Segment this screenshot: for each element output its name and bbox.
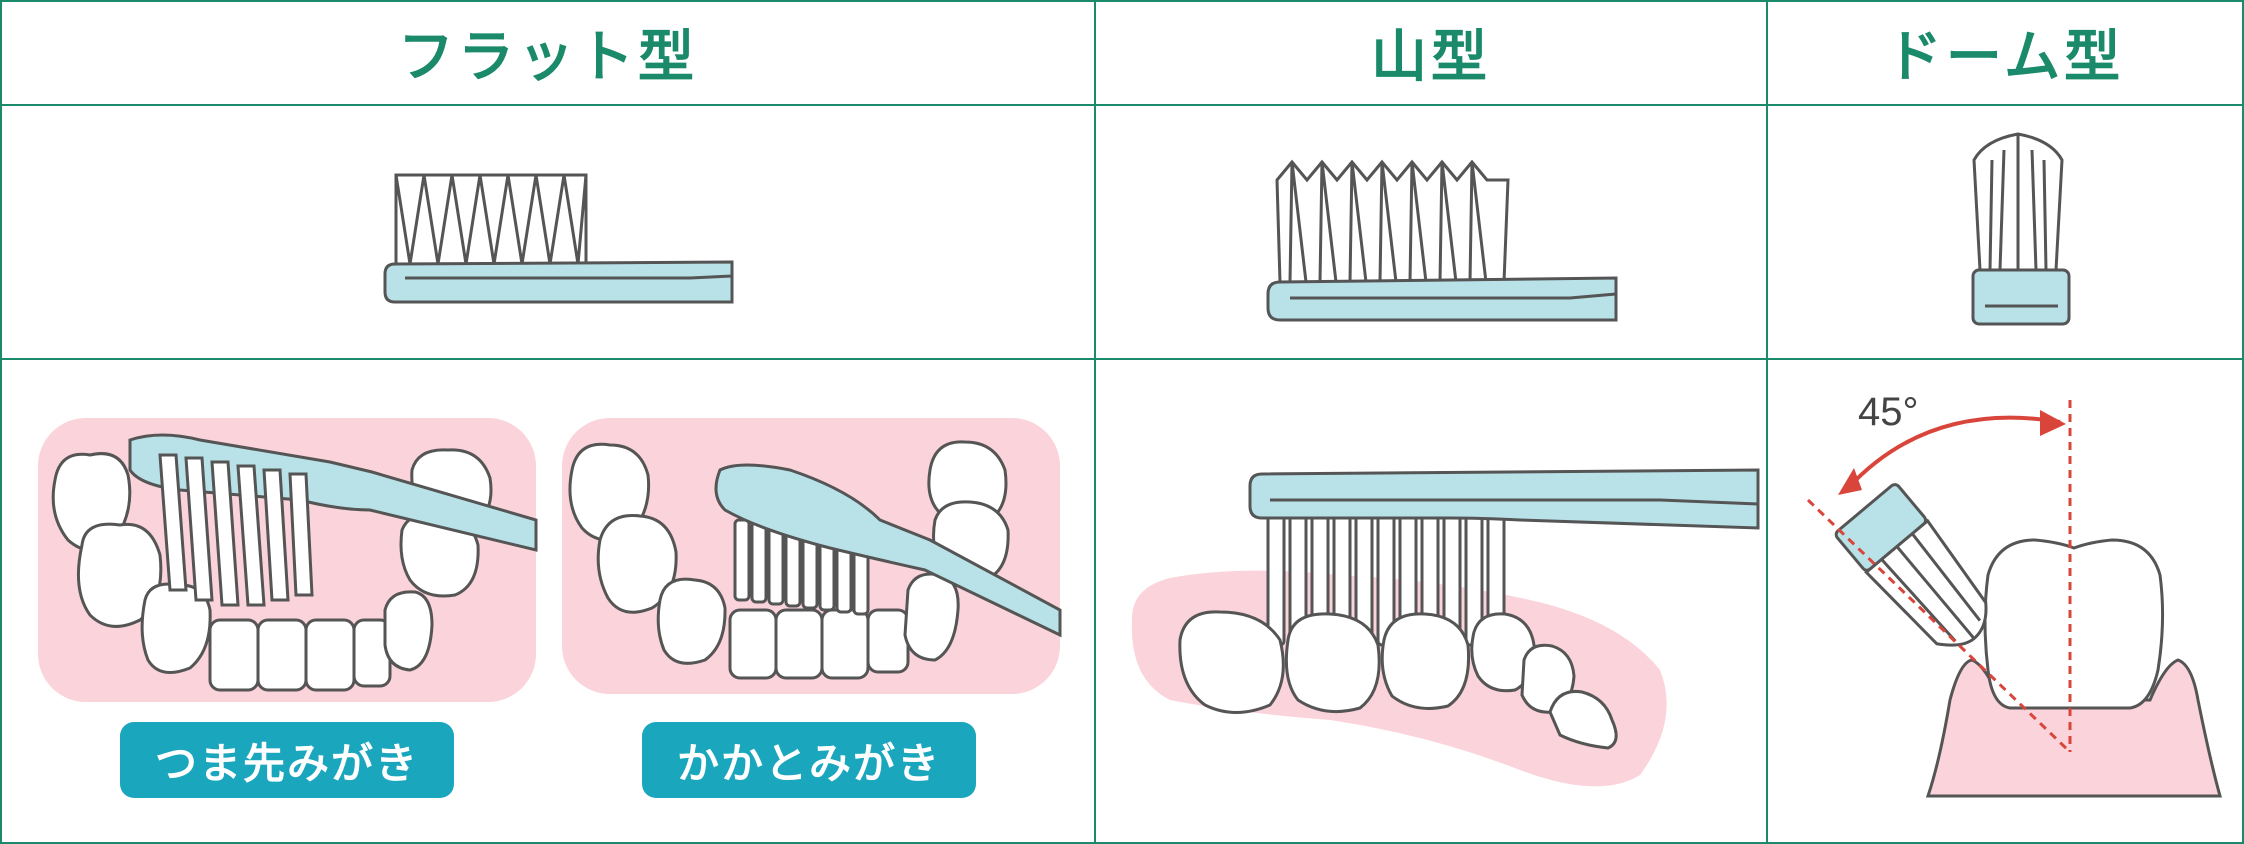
mountain-usage-illustration — [1131, 468, 1760, 787]
heel-brushing-label: かかとみがき — [642, 722, 976, 798]
column-divider — [1094, 0, 1096, 844]
row-divider — [0, 104, 2244, 106]
dome-brush-icon — [1971, 132, 2071, 326]
toe-brushing-label: つま先みがき — [120, 722, 454, 798]
column-divider — [1766, 0, 1768, 844]
header-dome-type: ドーム型 — [1885, 24, 2125, 90]
dome-brush-tilted-icon — [1834, 483, 1988, 647]
dome-usage-illustration — [1806, 400, 2222, 798]
toe-brushing-illustration — [38, 418, 538, 702]
heel-brushing-illustration — [562, 418, 1062, 694]
header-mountain-type: 山型 — [1371, 24, 1491, 90]
flat-brush-icon — [383, 173, 734, 304]
row-divider — [0, 358, 2244, 360]
header-flat-type: フラット型 — [398, 24, 698, 90]
mountain-brush-icon — [1266, 159, 1618, 322]
angle-label: 45° — [1858, 390, 1919, 434]
